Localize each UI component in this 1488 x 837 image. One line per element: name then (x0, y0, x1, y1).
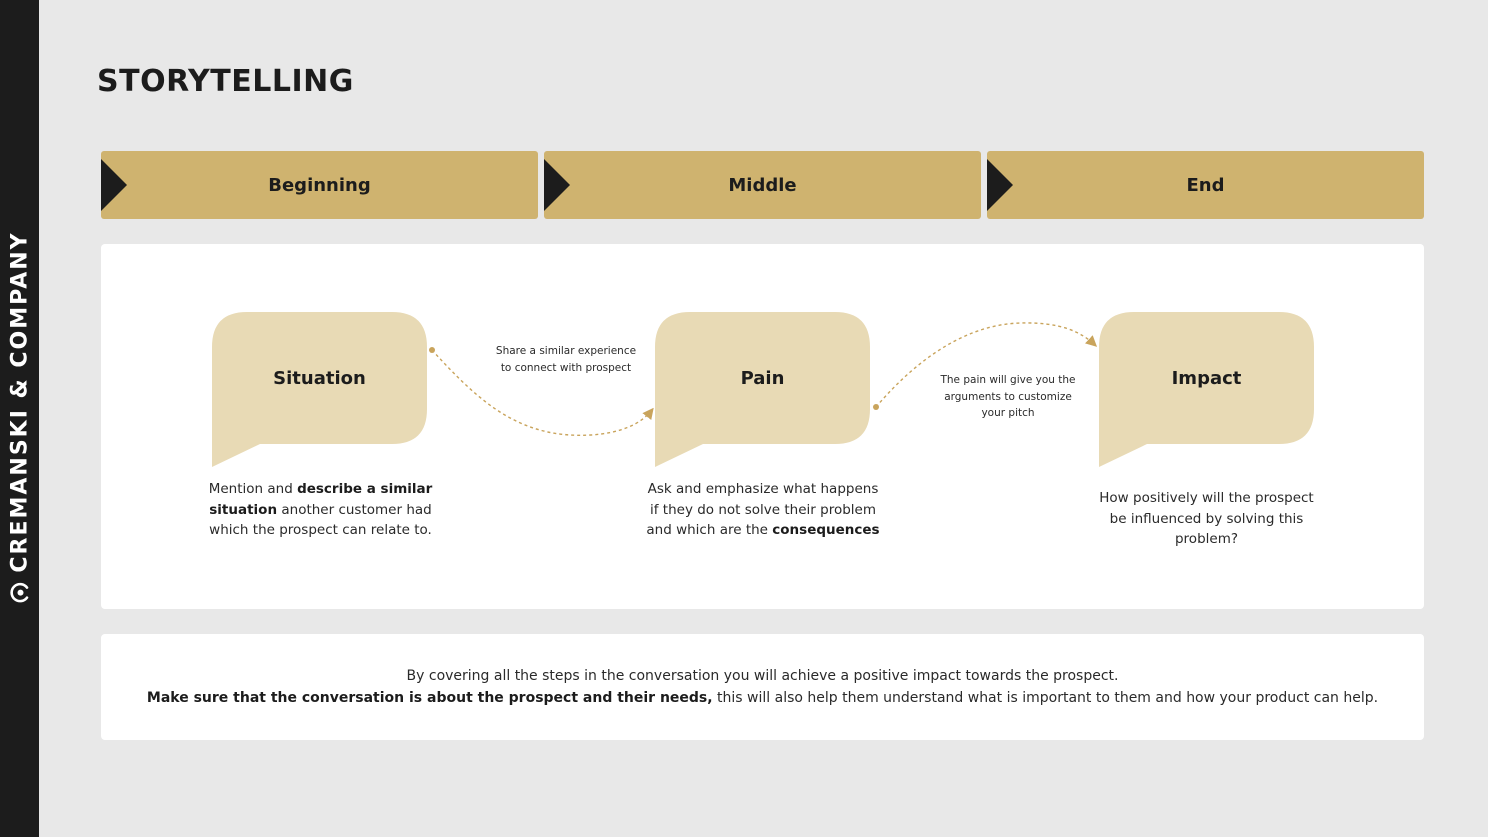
story-flow-panel: Situation Pain Impact Share a similar ex… (101, 244, 1424, 609)
emphasis-text: describe a similar situation (209, 481, 433, 518)
stage-end: End (987, 151, 1424, 219)
stage-beginning: Beginning (101, 151, 538, 219)
c-circle-logo-icon (8, 581, 32, 605)
step-description: Mention and describe a similar situation… (199, 479, 442, 541)
summary-emphasis: Make sure that the conversation is about… (146, 690, 713, 706)
chevron-right-icon (987, 159, 1013, 211)
bubble-situation: Situation (212, 312, 427, 467)
sidebar: CREMANSKI & COMPANY (0, 0, 39, 837)
body-text: another customer had which the prospect … (209, 501, 432, 539)
summary-line-2: Make sure that the conversation is about… (147, 687, 1378, 710)
brand: CREMANSKI & COMPANY (8, 231, 33, 604)
step-label: Pain (740, 367, 785, 389)
bubble-impact: Impact (1099, 312, 1314, 467)
stage-label: End (1186, 174, 1225, 196)
connector-label: The pain will give you the arguments to … (940, 374, 1076, 419)
page-title: STORYTELLING (97, 64, 354, 99)
body-text: Mention and (208, 481, 298, 497)
connector-curves (429, 322, 1098, 436)
step-label: Impact (1171, 367, 1242, 389)
chevron-right-icon (101, 159, 127, 211)
step-label: Situation (273, 367, 366, 389)
stage-label: Beginning (268, 174, 371, 196)
connector-pain-impact (875, 322, 1098, 408)
step-description: Ask and emphasize what happens if they d… (645, 479, 881, 541)
brand-name: CREMANSKI & COMPANY (7, 231, 33, 573)
step-description: How positively will the prospect be infl… (1099, 488, 1314, 550)
summary-rest: this will also help them understand what… (712, 690, 1379, 706)
body-text: How positively will the prospect be infl… (1099, 490, 1314, 547)
summary-box: By covering all the steps in the convers… (101, 634, 1424, 740)
summary-line-1: By covering all the steps in the convers… (406, 667, 1119, 684)
emphasis-text: consequences (772, 522, 880, 538)
body-text: Ask and emphasize what happens if they d… (646, 481, 879, 538)
chevron-right-icon (544, 159, 570, 211)
stage-label: Middle (728, 174, 797, 196)
connector-situation-pain (431, 349, 654, 436)
connector-label: Share a similar experience to connect wi… (495, 345, 637, 374)
bubble-pain: Pain (655, 312, 870, 467)
stage-middle: Middle (544, 151, 981, 219)
